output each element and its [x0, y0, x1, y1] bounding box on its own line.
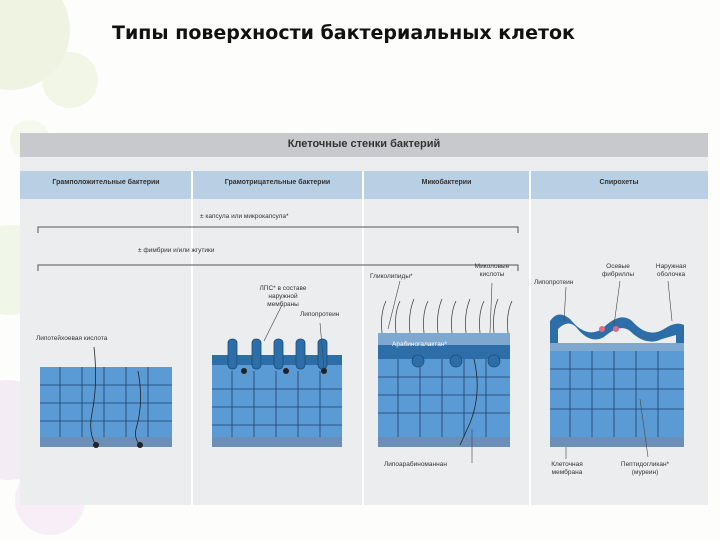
gram-negative-wall	[212, 338, 342, 447]
cell-wall-figure: Клеточные стенки бактерий	[20, 133, 708, 505]
lipoteichoic-label: Липотейхоевая кислота	[36, 335, 108, 342]
axial-leader	[613, 280, 621, 326]
mycobacteria-wall	[378, 298, 513, 447]
lps-leader	[263, 304, 283, 342]
lipoprotein2-leader	[563, 286, 567, 322]
lipoprotein-leader	[319, 322, 325, 370]
diagram-canvas	[20, 171, 708, 505]
peptidoglycan-label: Пептидогликан*(муреин)	[620, 461, 670, 476]
fimbriae-bracket	[37, 264, 519, 271]
column-gram-negative: Грамотрицательные бактерии	[224, 179, 331, 186]
lipoprotein-label: Липопротеин	[300, 311, 340, 318]
peptidoglycan-leader	[639, 398, 649, 458]
capsule-label: ± капсула или микрокапсула*	[200, 213, 289, 220]
gram-positive-wall	[40, 346, 172, 448]
figure-header-title: Клеточные стенки бактерий	[287, 138, 441, 150]
column-spirochetes: Спирохеты	[599, 179, 639, 186]
figure-header: Клеточные стенки бактерий	[20, 133, 708, 157]
slide-title: Типы поверхности бактериальных клеток	[112, 22, 575, 44]
glycolipid-leader	[387, 280, 401, 330]
mycolic-acid-layer	[378, 333, 510, 345]
fimbriae-label: ± фимбрии и/или жгутики	[138, 247, 215, 254]
spirochete-wall	[550, 314, 684, 447]
column-gram-positive: Грамположительные бактерии	[52, 179, 160, 186]
lipoprotein2-label: Липопротеин	[534, 279, 574, 286]
column-mycobacteria: Микобактерии	[421, 179, 472, 186]
arabinogalactan-label: Арабиногалактан*	[392, 341, 447, 348]
glycolipids-label: Гликолипиды*	[370, 273, 413, 280]
outer-sheath-leader	[667, 280, 673, 322]
mycolic-leader	[489, 282, 493, 334]
capsule-bracket	[37, 226, 519, 233]
lipoarabinomannan-label: Липоарабиноманнан	[384, 461, 447, 468]
arabinogalactan-layer	[378, 345, 510, 359]
